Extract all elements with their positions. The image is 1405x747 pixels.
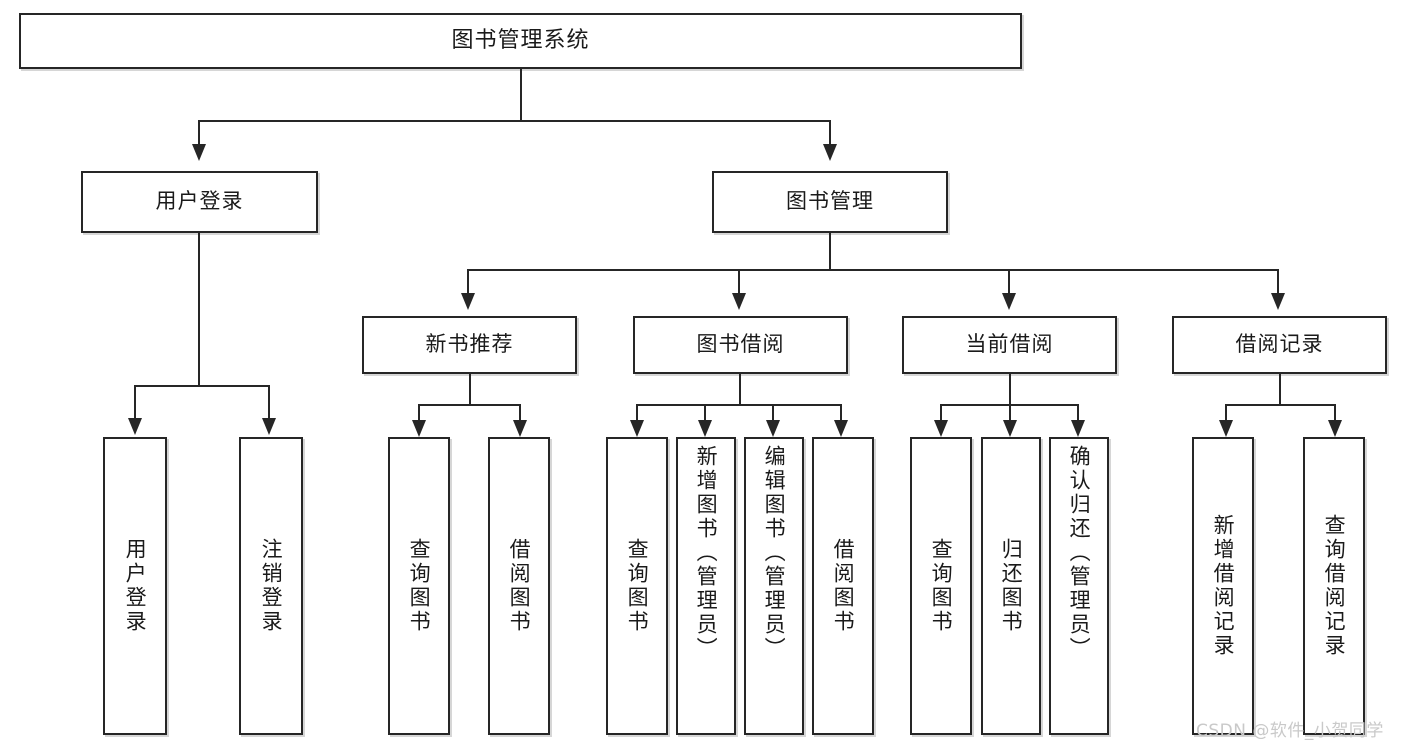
node-book-borrow[interactable]: 图书借阅 [633, 316, 848, 374]
connector-user-login-stem [198, 233, 200, 386]
connector-book-borrow-drop-1 [636, 404, 638, 422]
arrow-to-leaf-user-login [128, 418, 142, 435]
leaf-query-book-current[interactable]: 查询图书 [910, 437, 972, 735]
connector-level2-bus [467, 269, 1278, 271]
arrow-to-book-management [823, 144, 837, 161]
connector-current-borrow-stem [1009, 374, 1011, 405]
arrow-to-leaf-confirm-return [1071, 420, 1085, 437]
connector-level1-drop-left [198, 120, 200, 144]
leaf-add-borrow-record[interactable]: 新增借阅记录 [1192, 437, 1254, 735]
connector-borrow-record-drop-1 [1225, 404, 1227, 422]
arrow-to-leaf-query-record [1328, 420, 1342, 437]
connector-current-borrow-drop-1 [940, 404, 942, 422]
connector-borrow-record-drop-2 [1334, 404, 1336, 422]
connector-new-book-bus [418, 404, 521, 406]
node-current-borrow[interactable]: 当前借阅 [902, 316, 1117, 374]
connector-level1-drop-right [829, 120, 831, 144]
connector-level2-drop-2 [738, 269, 740, 293]
node-user-login[interactable]: 用户登录 [81, 171, 318, 233]
connector-level2-drop-3 [1008, 269, 1010, 293]
connector-current-borrow-drop-2 [1009, 404, 1011, 422]
node-new-book-recommend[interactable]: 新书推荐 [362, 316, 577, 374]
leaf-user-login[interactable]: 用户登录 [103, 437, 167, 735]
connector-borrow-record-stem [1279, 374, 1281, 405]
leaf-query-book-borrow[interactable]: 查询图书 [606, 437, 668, 735]
node-book-management[interactable]: 图书管理 [712, 171, 948, 233]
arrow-to-leaf-add-record [1219, 420, 1233, 437]
arrow-to-current-borrow [1002, 293, 1016, 310]
csdn-watermark: CSDN @软件_小贺同学 [1196, 721, 1384, 741]
arrow-to-leaf-borrow-book-2 [834, 420, 848, 437]
leaf-add-book-admin[interactable]: 新增图书（管理员） [676, 437, 736, 735]
connector-borrow-record-bus [1225, 404, 1335, 406]
connector-new-book-drop-2 [519, 404, 521, 422]
leaf-query-borrow-record[interactable]: 查询借阅记录 [1303, 437, 1365, 735]
leaf-query-book-recommend[interactable]: 查询图书 [388, 437, 450, 735]
arrow-to-leaf-return-book [1003, 420, 1017, 437]
connector-book-borrow-drop-2 [704, 404, 706, 422]
arrow-to-book-borrow [732, 293, 746, 310]
leaf-logout[interactable]: 注销登录 [239, 437, 303, 735]
connector-current-borrow-drop-3 [1077, 404, 1079, 422]
leaf-return-book[interactable]: 归还图书 [981, 437, 1041, 735]
arrow-to-leaf-logout [262, 418, 276, 435]
connector-new-book-stem [469, 374, 471, 405]
connector-level2-drop-1 [467, 269, 469, 293]
arrow-to-leaf-query-book-1 [412, 420, 426, 437]
leaf-edit-book-admin[interactable]: 编辑图书（管理员） [744, 437, 804, 735]
leaf-borrow-book-recommend[interactable]: 借阅图书 [488, 437, 550, 735]
connector-user-login-drop-2 [268, 385, 270, 418]
connector-book-borrow-drop-4 [840, 404, 842, 422]
connector-user-login-bus [134, 385, 269, 387]
connector-book-borrow-bus [636, 404, 842, 406]
arrow-to-leaf-query-book-2 [630, 420, 644, 437]
arrow-to-leaf-query-book-3 [934, 420, 948, 437]
connector-level1-bus [198, 120, 831, 122]
connector-new-book-drop-1 [418, 404, 420, 422]
connector-book-borrow-drop-3 [772, 404, 774, 422]
arrow-to-leaf-borrow-book-1 [513, 420, 527, 437]
arrow-to-user-login [192, 144, 206, 161]
leaf-borrow-book-borrow[interactable]: 借阅图书 [812, 437, 874, 735]
connector-book-management-stem [829, 233, 831, 270]
arrow-to-leaf-edit-book [766, 420, 780, 437]
connector-book-borrow-stem [739, 374, 741, 405]
node-root-book-management-system[interactable]: 图书管理系统 [19, 13, 1022, 69]
arrow-to-new-book-recommend [461, 293, 475, 310]
leaf-confirm-return-admin[interactable]: 确认归还（管理员） [1049, 437, 1109, 735]
arrow-to-borrow-record [1271, 293, 1285, 310]
arrow-to-leaf-add-book [698, 420, 712, 437]
connector-level2-drop-4 [1277, 269, 1279, 293]
connector-root-stem [520, 69, 522, 121]
node-borrow-record[interactable]: 借阅记录 [1172, 316, 1387, 374]
connector-user-login-drop-1 [134, 385, 136, 418]
